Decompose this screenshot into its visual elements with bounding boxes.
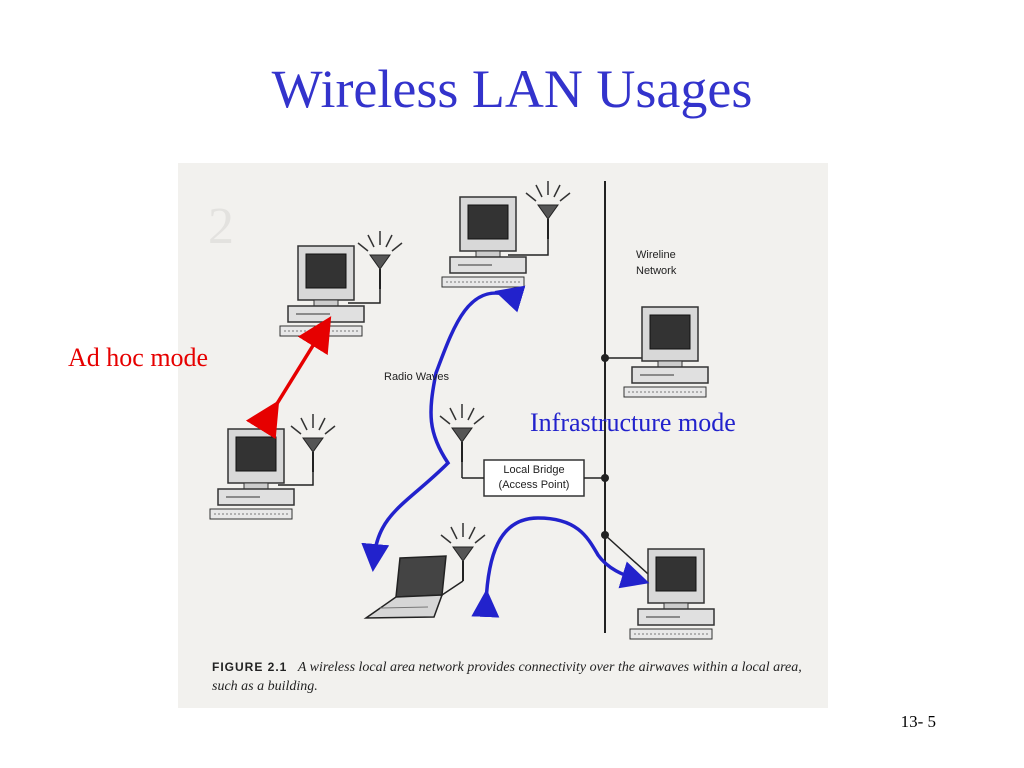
antenna-icon [290,413,336,473]
antenna-icon [357,230,403,290]
wireless-lan-figure: 2 [178,163,828,708]
antenna-icon [525,180,571,240]
laptop-icon [363,555,464,619]
computer-wireless-top [441,196,527,288]
adhoc-arrow [245,316,332,440]
computer-wired-bottom [629,548,715,640]
caption-figure-number: FIGURE 2.1 [212,660,288,674]
caption-text: A wireless local area network provides c… [212,660,802,694]
slide-title: Wireless LAN Usages [271,59,753,119]
annotation-infrastructure-mode: Infrastructure mode [530,408,736,437]
annotation-adhoc-mode: Ad hoc mode [68,343,209,372]
network-diagram: 2 [208,180,715,640]
antenna-icon [439,403,485,463]
watermark-chapter: 2 [208,198,234,255]
antenna-icon [440,522,486,582]
label-radio-waves: Radio Waves [384,371,450,383]
label-network: Network [636,265,677,277]
page-number: 13- 5 [900,712,936,731]
label-bridge-line1: Local Bridge [503,464,565,476]
infrastructure-arrow-left [361,285,526,572]
infrastructure-arrow-right [471,516,650,618]
label-wireline: Wireline [636,249,676,261]
figure-caption: FIGURE 2.1 A wireless local area network… [212,658,812,696]
label-bridge-line2: (Access Point) [498,479,570,491]
computer-adhoc-bottom [209,428,295,520]
computer-wired-top [623,306,709,398]
computer-adhoc-top [279,245,365,337]
